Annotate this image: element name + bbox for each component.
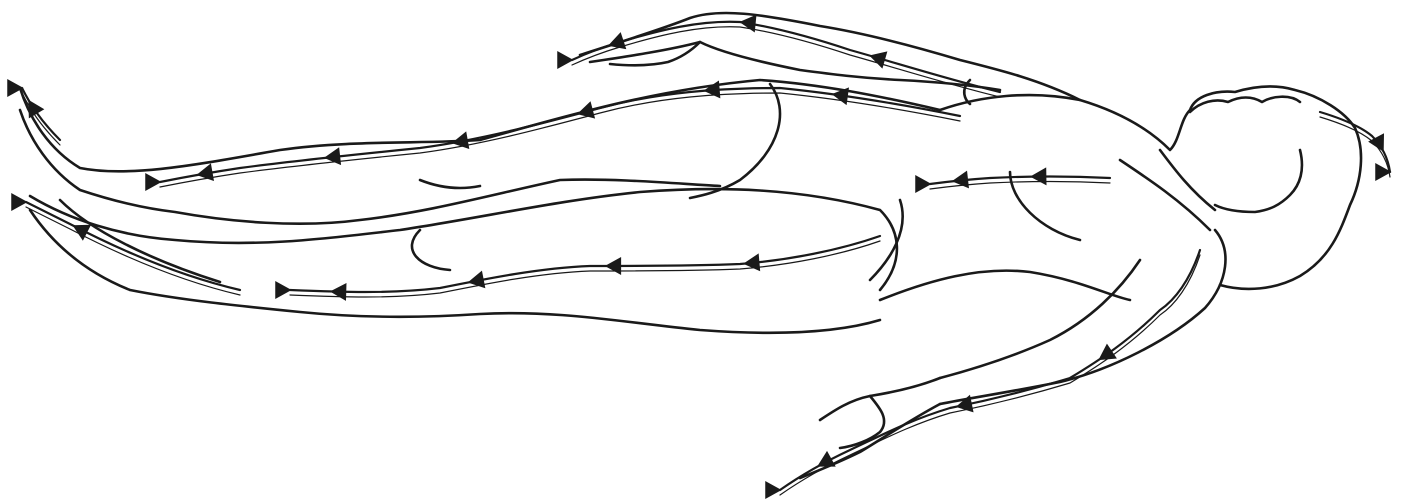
torso-bottom-outline	[880, 271, 1130, 300]
torso-flow-arrow-end	[916, 176, 930, 191]
upper-leg-flow	[146, 82, 960, 190]
upper-leg-flow-arrow-end	[146, 174, 160, 189]
upper-leg-flow-arrow-5	[325, 149, 340, 164]
lower-leg-flow-line-double	[290, 241, 880, 297]
leg-tip-flow-top-arrow-end	[8, 80, 22, 95]
knee-crease	[420, 180, 480, 188]
hair-outline	[1190, 97, 1300, 112]
lower-arm-flow-arrow-end	[766, 482, 780, 497]
upper-leg-flow-arrow-4	[453, 133, 468, 148]
lower-arm-flow-arrow-1	[1100, 345, 1116, 359]
upper-arm-flow-arrow-3	[609, 34, 625, 49]
neck-outline	[1160, 150, 1215, 210]
upper-leg-flow-arrow-6	[198, 165, 213, 180]
lower-arm-outer	[940, 230, 1225, 404]
torso-top-outline	[940, 95, 1190, 150]
buttock-curve	[690, 84, 780, 198]
lower-leg-flow-line	[290, 236, 880, 292]
calf-crease	[412, 230, 450, 270]
lower-leg-flow-arrow-4	[331, 284, 345, 299]
lower-leg-bottom-outline	[30, 210, 880, 333]
head-flow	[1320, 112, 1390, 180]
lower-leg-flow-arrow-end	[276, 282, 290, 297]
lower-arm-inner	[940, 260, 1140, 378]
upper-leg-bottom-outline	[20, 110, 720, 224]
body-outline	[20, 13, 1361, 478]
lower-arm-flow	[766, 250, 1200, 498]
upper-leg-flow-arrow-1	[833, 89, 848, 104]
upper-leg-flow-line-double	[160, 93, 960, 187]
lower-leg-top-outline	[30, 189, 897, 290]
leg-tip-flow-top-arrow-1	[29, 101, 43, 117]
torso-flow-arrow-2	[953, 172, 968, 187]
upper-leg-top-outline	[20, 80, 940, 171]
leg-tip-flow-top	[8, 80, 60, 145]
lower-arm-flow-line	[780, 250, 1200, 490]
leg-tip-flow-bottom-arrow-end	[12, 194, 26, 209]
torso-inner-curve	[870, 200, 903, 280]
upper-arm-flow-arrow-end	[558, 52, 572, 67]
face-profile	[1215, 150, 1302, 212]
lower-leg-flow	[276, 236, 880, 300]
lower-leg-flow-arrow-3	[469, 272, 484, 287]
upper-leg-flow-arrow-3	[579, 103, 595, 118]
